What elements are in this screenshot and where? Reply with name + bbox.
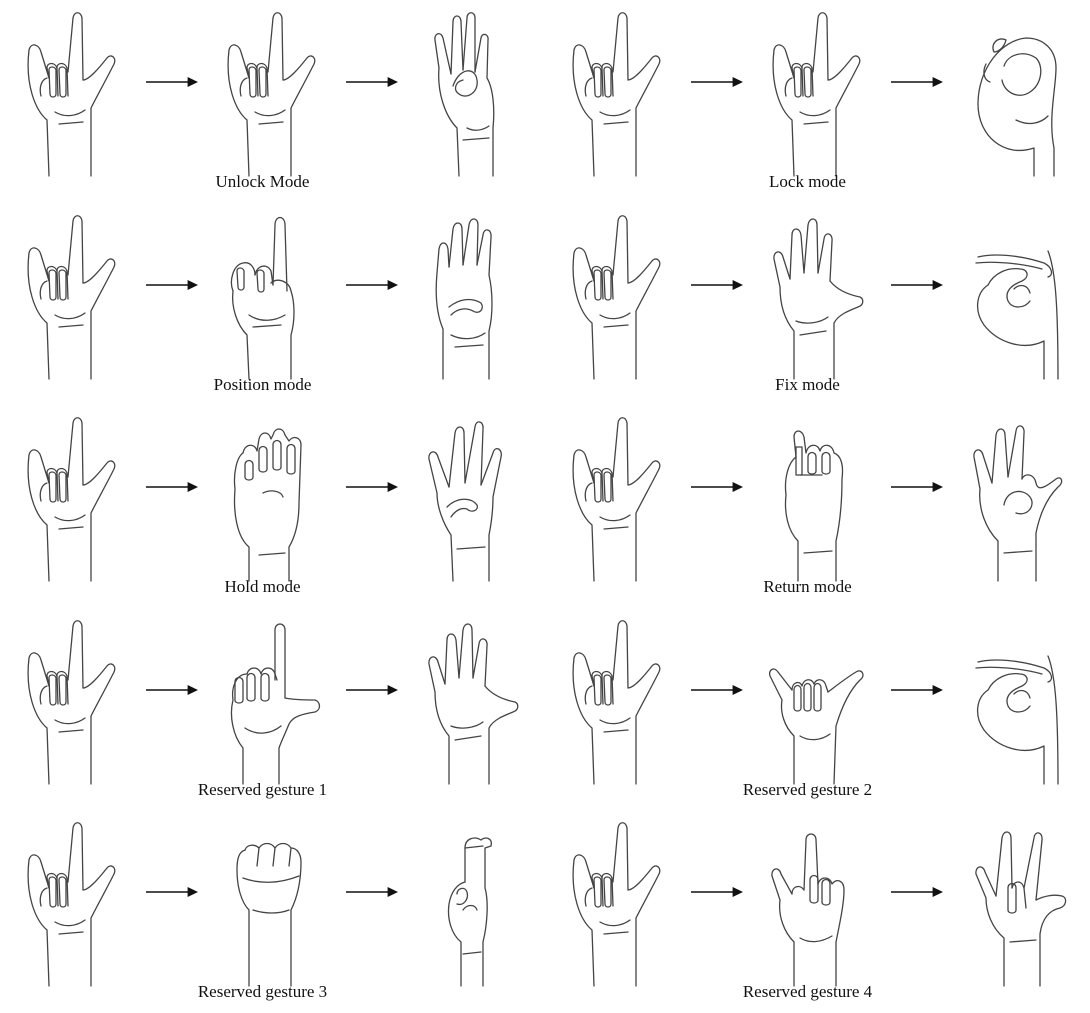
three-finger-hand-icon [404,413,534,583]
arrow-right-icon [346,279,398,291]
gesture-panel-position: Position mode [0,203,545,406]
panel-caption: Reserved gesture 1 [0,780,535,800]
bent-hand-icon [949,818,1079,988]
arrow-right-icon [146,481,198,493]
gesture-panel-reserved-2: Reserved gesture 2 [545,608,1090,811]
arrow-right-icon [146,76,198,88]
panel-caption: Reserved gesture 3 [0,982,535,1002]
point-up-hand-icon [204,211,334,381]
fist-back-hand-icon [204,818,334,988]
middle-finger-hand-icon [749,818,879,988]
pinch-side-hand-icon [949,616,1079,786]
arrow-right-icon [146,279,198,291]
arrow-right-icon [346,481,398,493]
rock-hand-icon [4,211,134,381]
pinch-hand-icon [949,8,1079,178]
gesture-panel-return: Return mode [545,405,1090,608]
gesture-panel-reserved-3: Reserved gesture 3 [0,810,545,1013]
gesture-panel-reserved-1: Reserved gesture 1 [0,608,545,811]
arrow-right-icon [891,886,943,898]
ring-hand-icon [404,8,534,178]
rock-hand-icon [549,616,679,786]
gesture-panel-lock: Lock mode [545,0,1090,203]
gesture-panel-fix: Fix mode [545,203,1090,406]
arrow-right-icon [146,684,198,696]
gesture-panel-unlock: Unlock Mode [0,0,545,203]
panel-caption: Hold mode [0,577,535,597]
arrow-right-icon [346,886,398,898]
rock-hand-icon [204,8,334,178]
panel-caption: Return mode [535,577,1080,597]
shaka-hand-icon [749,616,879,786]
arrow-right-icon [891,684,943,696]
arrow-right-icon [146,886,198,898]
panel-caption: Fix mode [535,375,1080,395]
panel-caption: Reserved gesture 2 [535,780,1080,800]
rock-hand-icon [4,8,134,178]
rock-hand-icon [549,818,679,988]
arrow-right-icon [691,279,743,291]
arrow-right-icon [691,684,743,696]
rock-hand-icon [549,211,679,381]
arrow-right-icon [891,279,943,291]
arrow-right-icon [691,886,743,898]
gesture-panel-hold: Hold mode [0,405,545,608]
arrow-right-icon [891,76,943,88]
open-palm-hand-icon [404,616,534,786]
rock-hand-icon [4,818,134,988]
hook-finger-hand-icon [404,818,534,988]
gesture-panel-reserved-4: Reserved gesture 4 [545,810,1090,1013]
ok-hand-icon [949,413,1079,583]
l-shape-hand-icon [204,616,334,786]
rock-hand-icon [4,616,134,786]
panel-caption: Position mode [0,375,535,395]
panel-caption: Lock mode [535,172,1080,192]
palm-thumb-tucked-hand-icon [404,211,534,381]
arrow-right-icon [691,481,743,493]
pinch-side-hand-icon [949,211,1079,381]
panel-caption: Reserved gesture 4 [535,982,1080,1002]
arrow-right-icon [346,76,398,88]
fist-thumb-hand-icon [749,413,879,583]
arrow-right-icon [691,76,743,88]
arrow-right-icon [891,481,943,493]
arrow-right-icon [346,684,398,696]
rock-hand-icon [4,413,134,583]
open-palm-hand-icon [749,211,879,381]
rock-hand-icon [549,8,679,178]
panel-caption: Unlock Mode [0,172,535,192]
rock-hand-icon [749,8,879,178]
fist-front-hand-icon [204,413,334,583]
rock-hand-icon [549,413,679,583]
